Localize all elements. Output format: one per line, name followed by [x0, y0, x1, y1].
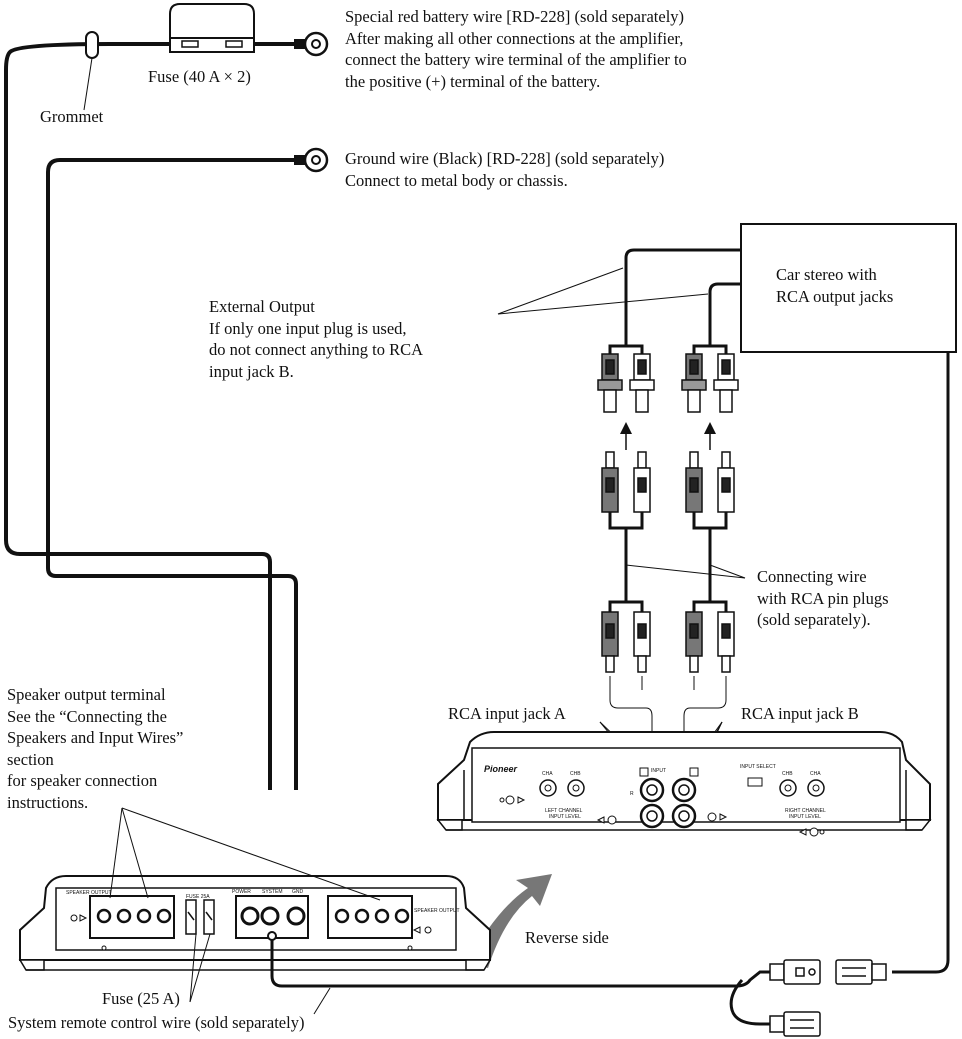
grommet-label: Grommet [40, 107, 104, 126]
rca-input-jack-a-label: RCA input jack A [448, 704, 566, 723]
svg-text:INPUT LEVEL: INPUT LEVEL [549, 814, 581, 820]
svg-text:SPEAKER OUTPUT: SPEAKER OUTPUT [414, 908, 460, 914]
svg-text:R: R [630, 791, 634, 797]
svg-text:CHA: CHA [810, 771, 821, 777]
rca-plug-pair-5 [601, 594, 651, 673]
svg-text:INPUT SELECT: INPUT SELECT [740, 764, 776, 770]
external-output-leaders [497, 267, 709, 315]
rca-plug-pair-2 [681, 340, 739, 413]
remote-connector-branch-icon [769, 1011, 821, 1037]
fuse-25a-icons [185, 899, 215, 935]
power-system-gnd-block [235, 895, 309, 941]
system-remote-wire [270, 352, 950, 1026]
ground-wire [46, 158, 300, 790]
svg-text:GND: GND [292, 889, 304, 895]
ground-symbols [499, 795, 825, 837]
svg-text:CHB: CHB [782, 771, 793, 777]
svg-text:CHA: CHA [542, 771, 553, 777]
ground-ring-terminal-icon [294, 147, 329, 173]
rca-plug-pair-6 [685, 594, 735, 673]
stereo-output-cables [624, 248, 741, 340]
bottom-leaders [83, 57, 381, 1015]
svg-text:INPUT: INPUT [651, 768, 666, 774]
svg-text:CHB: CHB [570, 771, 581, 777]
svg-text:SPEAKER OUTPUT: SPEAKER OUTPUT [66, 890, 112, 896]
svg-text:INPUT LEVEL: INPUT LEVEL [789, 814, 821, 820]
reverse-side-label: Reverse side [525, 928, 609, 947]
svg-text:POWER: POWER [232, 889, 251, 895]
rca-input-jack-b-label: RCA input jack B [741, 704, 859, 723]
external-output-label: External Output If only one input plug i… [209, 297, 424, 381]
rca-plug-pair-4 [685, 451, 735, 544]
fuse-40a-label: Fuse (40 A × 2) [148, 67, 251, 86]
fuse-holder-40a [169, 3, 255, 53]
connecting-wire-label: Connecting wire with RCA pin plugs (sold… [757, 567, 889, 629]
speaker-output-terminal-right [327, 895, 413, 939]
svg-text:SYSTEM: SYSTEM [262, 889, 283, 895]
rca-input-jacks [639, 767, 699, 829]
input-level-knobs [539, 779, 825, 797]
remote-connector-male-icon [769, 959, 821, 985]
battery-ring-terminal-icon [294, 31, 329, 57]
ground-wire-label: Ground wire (Black) [RD-228] (sold separ… [345, 149, 665, 190]
system-remote-wire-label: System remote control wire (sold separat… [8, 1013, 305, 1032]
svg-text:LEFT CHANNEL: LEFT CHANNEL [545, 808, 583, 814]
amplifier-reverse-side: Pioneer CHA CHB LEFT CHANNEL INPUT LEVEL… [436, 731, 932, 837]
connecting-wire-leaders [625, 564, 746, 579]
amplifier-front: SPEAKER OUTPUT SPEAKER OUTPUT FUSE 25A P… [18, 875, 492, 971]
remote-connector-female-icon [835, 959, 887, 985]
front-ground-symbols [70, 914, 432, 951]
car-stereo-box [740, 223, 957, 353]
fuse-25a-label: Fuse (25 A) [102, 989, 180, 1008]
grommet-icon [85, 31, 99, 59]
amp-brand-label: Pioneer [484, 764, 518, 774]
svg-text:RIGHT CHANNEL: RIGHT CHANNEL [785, 808, 826, 814]
rca-plug-pair-1 [597, 340, 655, 413]
rca-plug-pair-3 [601, 451, 651, 544]
battery-wire [4, 42, 302, 790]
rca-plugs [597, 340, 739, 673]
speaker-output-label: Speaker output terminal See the “Connect… [7, 685, 184, 812]
battery-wire-label: Special red battery wire [RD-228] (sold … [345, 7, 687, 91]
plug-to-jack-guides [609, 676, 727, 760]
svg-text:FUSE 25A: FUSE 25A [186, 894, 210, 900]
car-stereo-label: Car stereo with RCA output jacks [776, 265, 894, 306]
speaker-output-terminal-left [89, 895, 175, 939]
